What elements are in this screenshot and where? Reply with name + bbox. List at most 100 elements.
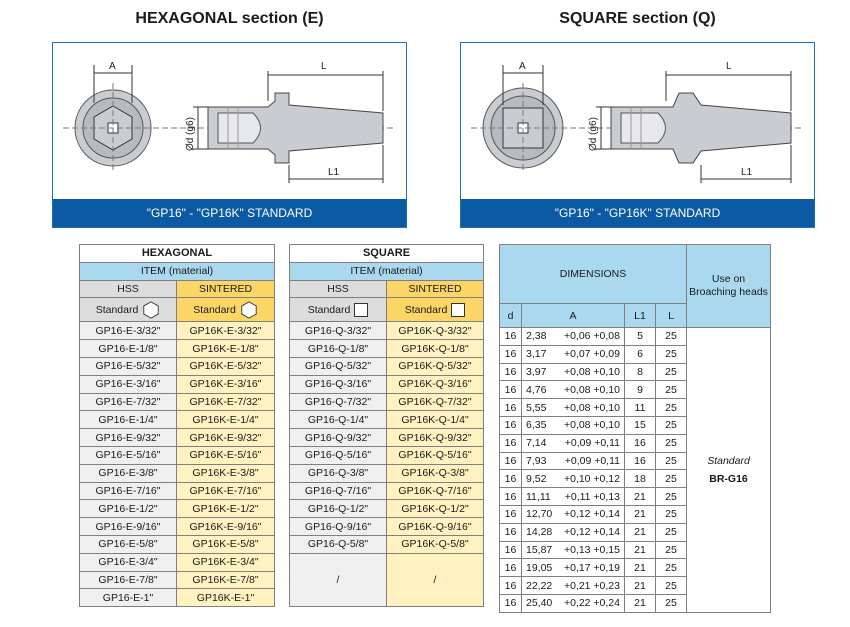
dim-a-value: 25,40+0,22 +0,24 xyxy=(521,593,625,613)
dim-a-tolerance: +0,17 +0,19 xyxy=(563,561,620,574)
square-sintered-item: GP16K-Q-9/32" xyxy=(386,428,484,447)
square-sintered-item: GP16K-Q-5/32" xyxy=(386,356,484,376)
table-row: GP16-Q-3/32"GP16K-Q-3/32" xyxy=(289,321,484,341)
hex-sintered-item: GP16K-E-3/8" xyxy=(176,463,275,483)
square-drawing: A L L1 Ød (g6) xyxy=(471,61,801,183)
dim-d-value: 16 xyxy=(499,593,522,613)
dim-a-wrap: 9,52+0,10 +0,12 xyxy=(523,473,624,485)
dim-l-value: 25 xyxy=(654,415,688,435)
dim-a-nominal: 12,70 xyxy=(526,508,553,521)
dim-a-value: 14,28+0,12 +0,14 xyxy=(521,522,625,542)
table-row: GP16-Q-3/16"GP16K-Q-3/16" xyxy=(289,374,484,394)
dim-a-value: 19,05 +0,17 +0,19 xyxy=(521,558,625,578)
dim-a-value: 12,70 +0,12 +0,14 xyxy=(521,504,625,524)
dim-a-tolerance: +0,07 +0,09 xyxy=(563,348,620,361)
table-row: GP16-Q-1/4"GP16K-Q-1/4" xyxy=(289,410,484,430)
dimensions-table: DIMENSIONS Use on Broaching heads d A L1… xyxy=(498,244,772,613)
table-row: GP16-E-1/4"GP16K-E-1/4" xyxy=(79,410,275,430)
dim-l-value: 25 xyxy=(654,451,688,471)
square-dim-l-label: L xyxy=(726,61,732,72)
hex-sintered-standard-label: Standard xyxy=(193,303,236,316)
hex-col-hss: HSS xyxy=(79,279,177,299)
dim-a-tolerance: +0,09 +0,11 xyxy=(564,454,620,467)
dim-a-value: 7,14+0,09 +0,11 xyxy=(521,433,625,453)
hex-hss-item: GP16-E-5/16" xyxy=(79,445,177,465)
square-icon xyxy=(354,302,369,317)
square-dim-l1-label: L1 xyxy=(741,167,753,178)
hex-table: HEXAGONAL ITEM (material) HSS SINTERED S… xyxy=(79,244,275,608)
square-col-sintered: SINTERED xyxy=(386,279,484,299)
dim-a-wrap: 11,11+0,11 +0,13 xyxy=(523,490,624,503)
table-row: GP16-Q-9/32"GP16K-Q-9/32" xyxy=(289,428,484,447)
square-sintered-item: GP16K-Q-3/16" xyxy=(386,374,484,394)
dim-l1-value: 5 xyxy=(624,327,656,346)
dim-col-a: A xyxy=(521,303,625,328)
dim-l-value: 25 xyxy=(654,522,688,542)
square-hss-item: GP16-Q-7/32" xyxy=(289,392,387,412)
hex-dim-l-label: L xyxy=(321,61,327,72)
dim-a-tolerance: +0,08 +0,10 xyxy=(563,401,620,414)
square-table: SQUARE ITEM (material) HSS SINTERED Stan… xyxy=(289,244,484,608)
dim-a-wrap: 2,38+0,06 +0,08 xyxy=(523,330,624,343)
square-hss-standard-label: Standard xyxy=(307,303,351,316)
dim-l1-value: 21 xyxy=(624,576,656,595)
dim-a-tolerance: +0,06 +0,08 xyxy=(563,330,620,343)
square-table-item-header: ITEM (material) xyxy=(289,261,484,281)
square-hss-item: GP16-Q-3/32" xyxy=(289,321,387,341)
table-row: GP16-Q-5/32"GP16K-Q-5/32" xyxy=(289,356,484,376)
dim-a-wrap: 12,70 +0,12 +0,14 xyxy=(523,508,624,521)
square-sintered-standard-label: Standard xyxy=(404,303,448,316)
hex-hss-item: GP16-E-7/32" xyxy=(79,392,177,412)
dim-d-value: 16 xyxy=(499,522,522,542)
table-row: GP16-E-1/2"GP16K-E-1/2" xyxy=(79,499,275,519)
dim-d-value: 16 xyxy=(499,433,522,453)
hex-diagram: A L L1 Ød (g6) "GP16" - "GP16K" STANDARD xyxy=(52,42,407,228)
square-dim-a-label: A xyxy=(519,61,526,72)
dim-a-tolerance: +0,12 +0,14 xyxy=(563,508,620,521)
square-sintered-item: GP16K-Q-7/32" xyxy=(386,392,484,412)
dim-d-value: 16 xyxy=(499,398,522,417)
dim-a-tolerance: +0,11 +0,13 xyxy=(564,490,620,503)
dim-l1-value: 6 xyxy=(624,344,656,364)
square-hss-item: GP16-Q-3/8" xyxy=(289,463,387,483)
dim-a-wrap: 4,76+0,08 +0,10 xyxy=(523,384,624,396)
dim-a-tolerance: +0,09 +0,11 xyxy=(564,437,620,450)
dim-a-wrap: 6,35+0,08 +0,10 xyxy=(523,419,624,431)
dim-l1-value: 9 xyxy=(624,380,656,400)
hex-dim-d-label: Ød (g6) xyxy=(185,117,196,151)
table-row: GP16-E-7/32"GP16K-E-7/32" xyxy=(79,392,275,412)
dim-a-tolerance: +0,13 +0,15 xyxy=(563,543,620,556)
dim-l1-value: 8 xyxy=(624,362,656,382)
square-sintered-item: GP16K-Q-3/32" xyxy=(386,321,484,341)
square-sintered-item: GP16K-Q-1/8" xyxy=(386,339,484,358)
dim-a-value: 11,11+0,11 +0,13 xyxy=(521,487,625,506)
dim-l-value: 25 xyxy=(654,327,688,346)
hex-sintered-standard: Standard xyxy=(176,297,275,323)
hex-sintered-item: GP16K-E-3/16" xyxy=(176,374,275,394)
dim-d-value: 16 xyxy=(499,362,522,382)
use-on-header: Use on Broaching heads xyxy=(686,244,772,328)
hex-sintered-item: GP16K-E-7/16" xyxy=(176,481,275,501)
dim-col-l1: L1 xyxy=(624,303,656,328)
hex-sintered-item: GP16K-E-1/2" xyxy=(176,499,275,519)
dim-l-value: 25 xyxy=(654,558,688,578)
dim-l1-value: 15 xyxy=(624,415,656,435)
table-row: GP16-E-1/8"GP16K-E-1/8" xyxy=(79,339,275,358)
dim-l-value: 25 xyxy=(654,504,688,524)
dim-a-nominal: 19,05 xyxy=(526,561,553,574)
dim-a-value: 9,52+0,10 +0,12 xyxy=(521,469,625,489)
dim-d-value: 16 xyxy=(499,487,522,506)
square-diagram: A L L1 Ød (g6) "GP16" - "GP16K" STANDARD xyxy=(460,42,815,228)
dimensions-header: DIMENSIONS xyxy=(498,244,688,304)
dim-l-value: 25 xyxy=(654,398,688,417)
table-row: GP16-E-5/16"GP16K-E-5/16" xyxy=(79,445,275,465)
dim-col-l: L xyxy=(654,303,688,328)
dim-a-nominal: 5,55 xyxy=(526,401,547,414)
hex-sintered-item: GP16K-E-1" xyxy=(176,588,275,608)
